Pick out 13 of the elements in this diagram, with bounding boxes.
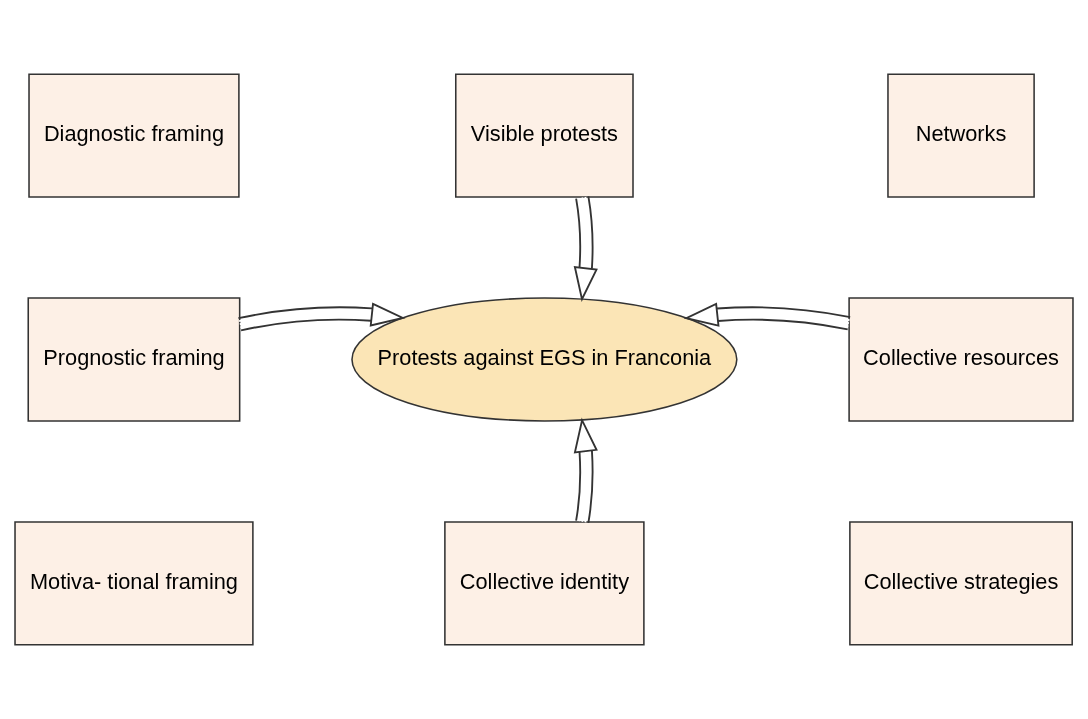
arrow [573,417,598,524]
arrow [237,302,406,332]
node-box: Motiva- tional framing [14,521,254,646]
arrow [683,302,852,331]
node-box: Collective resources [848,297,1074,422]
node-box: Visible protests [455,73,634,198]
node-box: Prognostic framing [27,297,241,422]
node-box: Collective strategies [849,521,1073,646]
arrow [573,195,598,303]
node-box: Diagnostic framing [28,73,240,198]
node-box: Networks [887,73,1035,198]
node-ellipse: Protests against EGS in Franconia [351,297,738,422]
node-box: Collective identity [444,521,645,646]
